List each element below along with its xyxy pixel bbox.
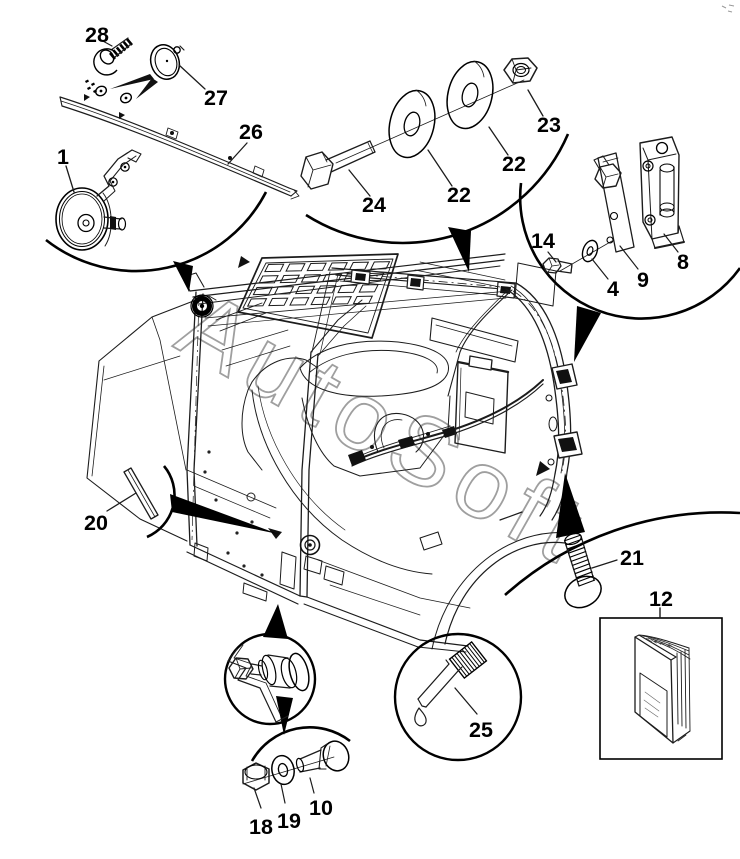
svg-text:12: 12 xyxy=(649,587,673,611)
svg-text:23: 23 xyxy=(537,113,561,137)
svg-text:9: 9 xyxy=(637,268,649,292)
svg-text:20: 20 xyxy=(84,511,108,535)
svg-text:24: 24 xyxy=(362,193,386,217)
svg-text:21: 21 xyxy=(620,546,644,570)
svg-text:4: 4 xyxy=(607,277,619,301)
svg-text:18: 18 xyxy=(249,815,273,839)
svg-text:27: 27 xyxy=(204,86,228,110)
svg-text:14: 14 xyxy=(531,229,555,253)
svg-text:1: 1 xyxy=(57,145,69,169)
svg-text:26: 26 xyxy=(239,120,263,144)
svg-text:8: 8 xyxy=(677,250,689,274)
svg-text:22: 22 xyxy=(447,183,471,207)
svg-text:25: 25 xyxy=(469,718,493,742)
svg-text:28: 28 xyxy=(85,23,109,47)
svg-text:10: 10 xyxy=(309,796,333,820)
svg-text:19: 19 xyxy=(277,809,301,833)
svg-text:22: 22 xyxy=(502,152,526,176)
